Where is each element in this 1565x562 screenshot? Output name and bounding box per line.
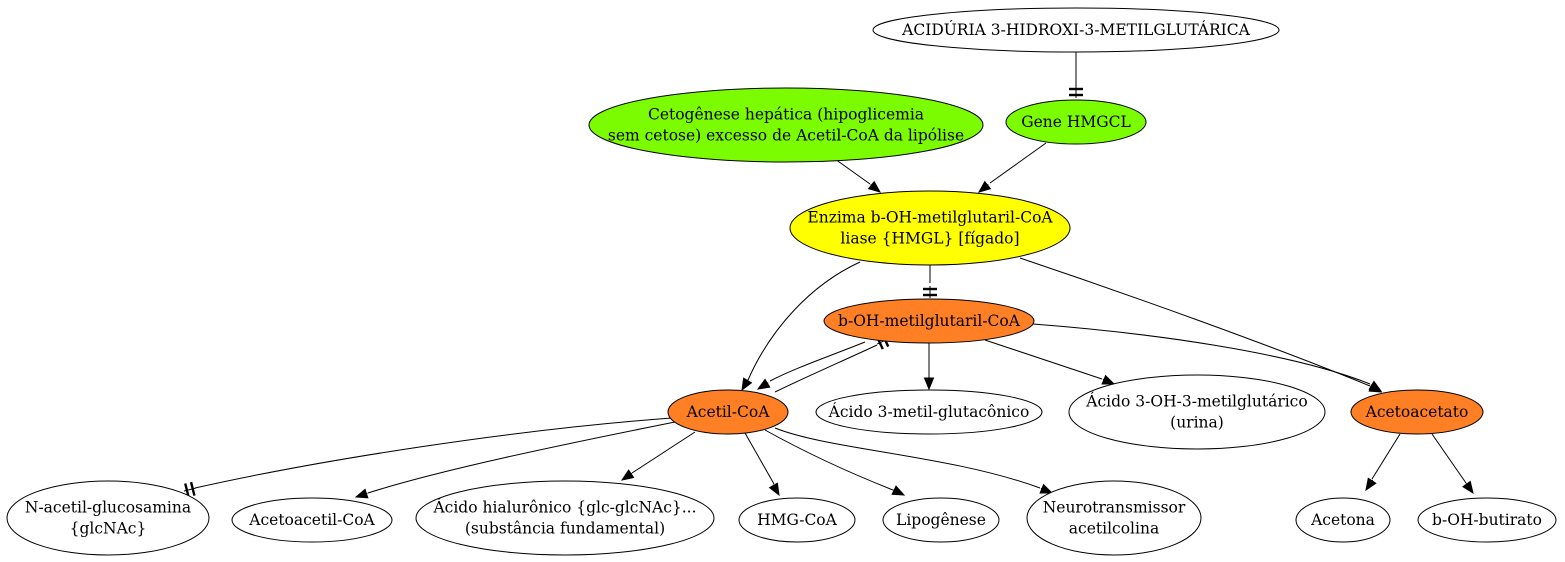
edge-boh_metilglutaril-to-acetoacetato	[1032, 323, 1383, 392]
node-shape	[815, 389, 1043, 435]
node-acetoacetato: Acetoacetato	[1350, 389, 1484, 435]
edge-acid_hmg-to-gene_hmgcl	[1069, 52, 1083, 98]
arrowhead-icon	[1368, 380, 1383, 392]
edge-boh_metilglutaril-to-acido_oh_metilglutarico	[984, 339, 1116, 385]
node-shape	[1005, 99, 1147, 145]
node-shape	[1350, 389, 1484, 435]
edge-boh_metilglutaril-to-acetil_coa	[756, 341, 866, 390]
node-shape	[231, 497, 393, 543]
edge-cetogenese-to-enzima	[834, 158, 882, 193]
edge-acetil_coa-to-boh_metilglutaril	[774, 333, 890, 393]
edge-acetil_coa-to-lipogenese	[764, 429, 906, 496]
node-cetogenese: Cetogênese hepática (hipoglicemia sem cet…	[588, 87, 984, 163]
node-acetoacetil-coa: Acetoacetil-CoA	[231, 497, 393, 543]
arrowhead-icon	[1039, 483, 1054, 494]
arrowhead-icon	[768, 482, 780, 497]
node-shape	[872, 7, 1280, 53]
node-shape	[1026, 480, 1202, 556]
node-shape	[823, 298, 1035, 344]
arrowhead-icon	[354, 488, 369, 499]
node-label: Acetoacetil-CoA	[248, 511, 375, 529]
node-boh-metilglutaril: b-OH-metilglutaril-CoA	[823, 298, 1035, 344]
tee-inhibit-icon	[923, 286, 937, 298]
arrowhead-icon	[1101, 374, 1116, 385]
edges-layer	[183, 52, 1474, 499]
node-shape	[1295, 497, 1391, 543]
arrowhead-icon	[867, 180, 882, 193]
node-lipogenese: Lipogênese	[882, 497, 1000, 543]
node-acetona: Acetona	[1295, 497, 1391, 543]
node-label: ACIDÚRIA 3-HIDROXI-3-METILGLUTÁRICA	[901, 21, 1251, 39]
node-shape	[6, 480, 210, 556]
arrowhead-icon	[977, 180, 992, 193]
arrowhead-icon	[891, 485, 906, 496]
edge-acetoacetato-to-boh_butirato	[1431, 433, 1474, 495]
node-shape	[882, 497, 1000, 543]
edge-gene_hmgcl-to-enzima	[977, 142, 1047, 193]
tee-inhibit-icon	[183, 481, 196, 498]
node-gene-hmgcl: Gene HMGCL	[1005, 99, 1147, 145]
arrowhead-icon	[756, 378, 771, 390]
node-label: (urina)	[1170, 414, 1224, 432]
edge-boh_metilglutaril-to-acido_metilglutaconico	[923, 343, 935, 391]
edge-acetil_coa-to-hmg_coa	[744, 432, 780, 497]
node-n-acetil-glucosamina: N-acetil-glucosamina {glcNAc}	[6, 480, 210, 556]
node-label: liase {HMGL} [fígado]	[840, 230, 1019, 248]
node-boh-butirato: b-OH-butirato	[1417, 497, 1557, 543]
node-label: (substância fundamental)	[465, 520, 665, 538]
arrowhead-icon	[923, 377, 935, 391]
node-label: sem cetose) excesso de Acetil-CoA da lip…	[608, 127, 964, 145]
node-label: Acetil-CoA	[686, 403, 771, 421]
node-hmg-coa: HMG-CoA	[738, 497, 856, 543]
edge-acetil_coa-to-acido_hialuronico	[620, 431, 696, 481]
node-label: N-acetil-glucosamina	[25, 499, 191, 517]
node-label: Acetoacetato	[1365, 403, 1469, 421]
edge-acetil_coa-to-neurotransmissor	[774, 427, 1054, 494]
node-acetil-coa: Acetil-CoA	[667, 389, 789, 435]
node-label: Ácido 3-OH-3-metilglutárico	[1085, 393, 1307, 411]
tee-inhibit-icon	[1069, 86, 1083, 98]
node-label: Ácido hialurônico {glc-glcNAc}...	[432, 499, 696, 517]
node-shape	[667, 389, 789, 435]
edge-enzima-to-acetoacetato	[1019, 257, 1383, 393]
node-label: Acetona	[1310, 511, 1375, 529]
node-shape	[1417, 497, 1557, 543]
node-acid-hmg: ACIDÚRIA 3-HIDROXI-3-METILGLUTÁRICA	[872, 7, 1280, 53]
node-label: Cetogênese hepática (hipoglicemia	[648, 106, 924, 124]
node-label: Ácido 3-metil-glutacônico	[828, 403, 1030, 421]
edge-enzima-to-boh_metilglutaril	[923, 265, 937, 298]
node-enzima: Enzima b-OH-metilglutaril-CoA liase {HMGL…	[789, 190, 1071, 266]
edge-acetil_coa-to-acetoacetil_coa	[354, 421, 676, 499]
node-shape	[415, 480, 715, 556]
node-shape	[738, 497, 856, 543]
node-acido-metilglutaconico: Ácido 3-metil-glutacônico	[815, 389, 1043, 435]
node-label: Neurotransmissor	[1043, 499, 1186, 517]
node-label: Lipogênese	[896, 511, 986, 529]
edge-acetil_coa-to-n_acetil_glucosamina	[183, 417, 673, 498]
node-shape	[588, 87, 984, 163]
edge-enzima-to-acetil_coa	[741, 261, 861, 392]
node-label: acetilcolina	[1069, 520, 1159, 538]
node-label: b-OH-butirato	[1432, 511, 1542, 529]
arrowhead-icon	[1462, 480, 1474, 495]
edge-acetoacetato-to-acetona	[1365, 433, 1401, 492]
node-shape	[1068, 374, 1326, 450]
node-shape	[789, 190, 1071, 266]
node-label: Enzima b-OH-metilglutaril-CoA	[807, 209, 1053, 227]
node-label: HMG-CoA	[757, 511, 837, 529]
node-neurotransmissor: Neurotransmissor acetilcolina	[1026, 480, 1202, 556]
arrowhead-icon	[741, 377, 753, 392]
node-label: b-OH-metilglutaril-CoA	[838, 312, 1021, 330]
nodes-layer: ACIDÚRIA 3-HIDROXI-3-METILGLUTÁRICA Cetog…	[6, 7, 1557, 556]
node-acido-oh-metilglutarico: Ácido 3-OH-3-metilglutárico (urina)	[1068, 374, 1326, 450]
node-label: Gene HMGCL	[1021, 113, 1131, 131]
arrowhead-icon	[1365, 477, 1377, 492]
node-acido-hialuronico: Ácido hialurônico {glc-glcNAc}... (substâ…	[415, 480, 715, 556]
arrowhead-icon	[620, 469, 635, 481]
node-label: {glcNAc}	[70, 520, 147, 538]
